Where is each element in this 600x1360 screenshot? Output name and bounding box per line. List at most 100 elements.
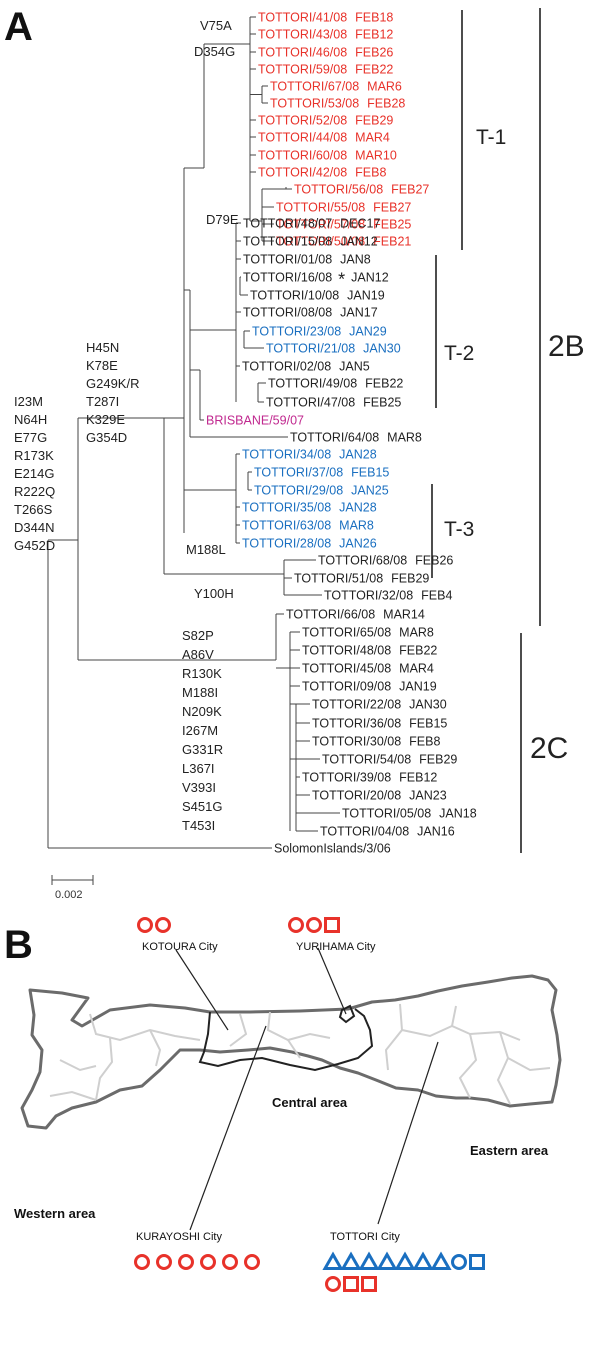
tottori-map	[20, 974, 562, 1130]
mutation-label: N64H	[14, 412, 47, 427]
mutation-label: D79E	[206, 212, 239, 227]
mutation-label: E214G	[14, 466, 54, 481]
svg-text:E214G: E214G	[14, 466, 54, 481]
svg-text:T266S: T266S	[14, 502, 53, 517]
group-label-t1: T-1	[476, 126, 506, 149]
case-symbol-blue-triangle	[394, 1251, 416, 1270]
case-symbol-red-circle	[200, 1254, 216, 1270]
case-symbol-red-circle	[306, 917, 322, 933]
area-label-western: Western area	[14, 1206, 96, 1221]
city-label-tottori: TOTTORI City	[330, 1231, 400, 1243]
case-symbol-red-circle	[155, 917, 171, 933]
mutation-label: G354D	[86, 430, 127, 445]
mutation-label: V75A	[200, 18, 232, 33]
mutations-root: I23M N64H E77G R173K E214G R222Q T266S D…	[14, 394, 55, 553]
area-labels: Central area Eastern area Western area	[14, 1095, 549, 1221]
area-label-eastern: Eastern area	[470, 1143, 549, 1158]
mutation-label: V393I	[182, 780, 216, 795]
case-symbol-red-circle	[244, 1254, 260, 1270]
svg-text:D344N: D344N	[14, 520, 54, 535]
case-symbol-red-circle	[222, 1254, 238, 1270]
mutation-label: R130K	[182, 666, 222, 681]
mutations-t1: V75A D354G D79E	[194, 18, 239, 227]
case-symbol-red-square	[361, 1276, 377, 1292]
svg-text:N64H: N64H	[14, 412, 47, 427]
case-symbol-red-circle	[325, 1276, 341, 1292]
case-symbol-blue-triangle	[430, 1251, 452, 1270]
city-label-yurihama: YURIHAMA City	[296, 941, 376, 953]
case-symbol-blue-triangle	[322, 1251, 344, 1270]
mutation-label: T266S	[14, 502, 53, 517]
mutation-label: D344N	[14, 520, 54, 535]
case-symbol-blue-circle	[451, 1254, 467, 1270]
scale-bar-label: 0.002	[55, 889, 83, 901]
mutation-label: S82P	[182, 628, 214, 643]
mutation-label: Y100H	[194, 586, 234, 601]
svg-text:R173K: R173K	[14, 448, 54, 463]
case-symbol-red-circle	[156, 1254, 172, 1270]
case-symbol-blue-triangle	[376, 1251, 398, 1270]
mutation-label: E77G	[14, 430, 47, 445]
group-label-2c: 2C	[530, 732, 568, 765]
city-label-kotoura: KOTOURA City	[142, 941, 218, 953]
yurihama-outline	[338, 1004, 356, 1024]
mutation-label: D354G	[194, 44, 235, 59]
group-labels: T-1 T-2 T-3 2B 2C	[444, 126, 585, 765]
svg-text:I23M: I23M	[14, 394, 43, 409]
mutations-t3: M188L Y100H	[186, 542, 234, 601]
case-symbol-blue-triangle	[412, 1251, 434, 1270]
mutation-label: G249K/R	[86, 376, 139, 391]
case-symbol-red-circle	[137, 917, 153, 933]
mutation-label: I23M	[14, 394, 43, 409]
city-label-kurayoshi: KURAYOSHI City	[136, 1231, 222, 1243]
mutations-2b: H45N K78E G249K/R T287I K329E G354D	[86, 340, 139, 445]
case-symbol-red-circle	[178, 1254, 194, 1270]
city-labels: KOTOURA City YURIHAMA City KURAYOSHI Cit…	[136, 941, 400, 1243]
scale-bar: 0.002	[51, 875, 94, 901]
group-label-2b: 2B	[548, 330, 585, 363]
case-symbol-blue-triangle	[340, 1251, 362, 1270]
mutation-label: T287I	[86, 394, 119, 409]
municipal-boundaries	[49, 1003, 551, 1105]
group-brackets	[431, 8, 541, 853]
leader-lines	[175, 947, 439, 1231]
taxon-label: BRISBANE/59/07	[206, 414, 304, 428]
mutation-label: S451G	[182, 799, 222, 814]
phylogenetic-tree-branches	[47, 16, 340, 849]
mutation-label: T453I	[182, 818, 215, 833]
